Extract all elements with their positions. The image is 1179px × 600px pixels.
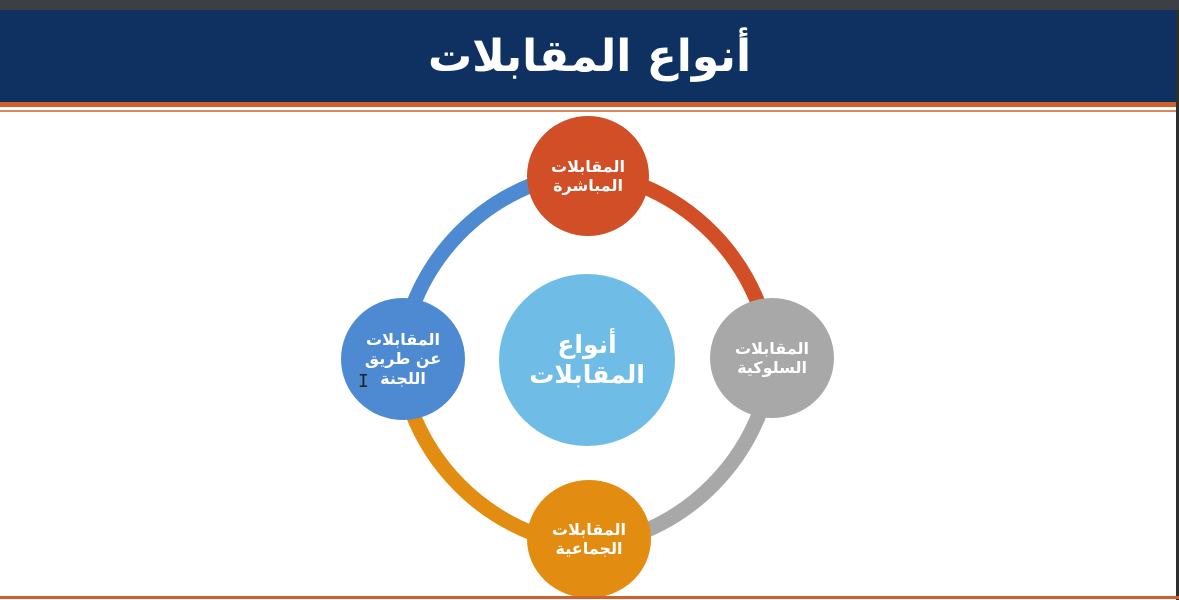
window-right-edge: [1176, 10, 1179, 600]
title-underline: [0, 102, 1179, 107]
bottom-rule: [0, 596, 1179, 599]
text-cursor-icon: I: [358, 371, 369, 392]
bottom-node: المقابلات الجماعية: [527, 480, 651, 598]
center-node-label: أنواع المقابلات: [529, 330, 645, 389]
left-node-label: المقابلات عن طريق اللجنة: [364, 330, 442, 388]
title-underline-thin: [0, 110, 1179, 112]
arc-right-bottom: [637, 409, 767, 540]
arc-left-top: [404, 178, 535, 311]
arc-top-right: [637, 178, 768, 311]
slide-title: أنواع المقابلات: [427, 30, 752, 82]
title-bar: أنواع المقابلات: [0, 10, 1179, 102]
right-node: المقابلات السلوكية: [710, 298, 834, 418]
left-node: المقابلات عن طريق اللجنة: [341, 298, 465, 420]
top-node: المقابلات المباشرة: [527, 116, 649, 236]
window-top-strip: [0, 0, 1179, 10]
arc-bottom-left: [405, 409, 535, 540]
center-node: أنواع المقابلات: [499, 274, 675, 446]
right-node-label: المقابلات السلوكية: [735, 338, 809, 377]
top-node-label: المقابلات المباشرة: [551, 156, 625, 195]
bottom-node-label: المقابلات الجماعية: [552, 519, 626, 558]
